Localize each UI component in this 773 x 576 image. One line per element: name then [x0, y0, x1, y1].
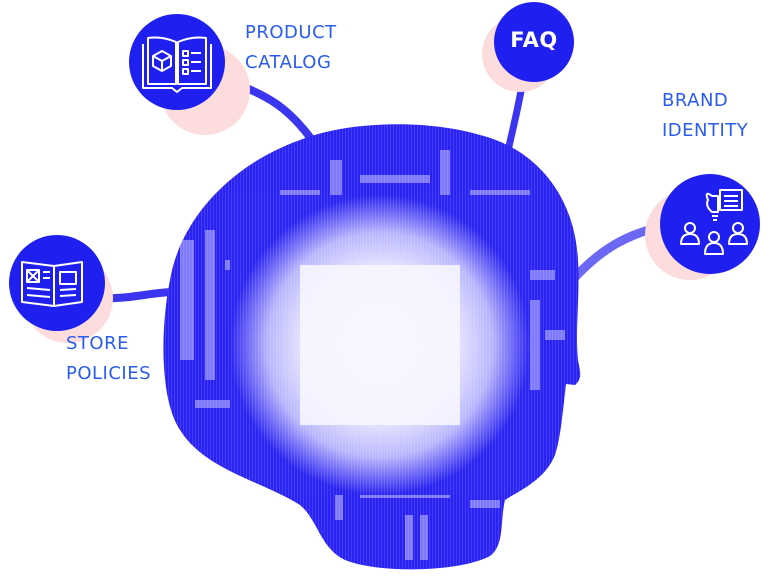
label-line: CATALOG — [245, 52, 332, 73]
open-catalog-book-icon — [142, 36, 212, 93]
node-product-catalog-label: PRODUCT CATALOG — [245, 18, 337, 78]
team-idea-icon — [680, 189, 748, 255]
label-line: STORE — [66, 333, 129, 354]
node-brand-identity-label: BRAND IDENTITY — [662, 86, 748, 146]
label-line: PRODUCT — [245, 22, 337, 43]
label-line: IDENTITY — [662, 120, 749, 141]
node-faq-label: FAQ — [510, 28, 558, 52]
label-line: POLICIES — [66, 363, 152, 384]
node-store-policies-label: STORE POLICIES — [66, 329, 151, 389]
label-line: BRAND — [662, 90, 729, 111]
store-policies-circle — [9, 235, 105, 331]
brand-identity-circle — [660, 174, 760, 274]
head-silhouette — [163, 124, 581, 570]
newspaper-policy-icon — [21, 261, 83, 307]
faq-circle — [494, 2, 574, 82]
